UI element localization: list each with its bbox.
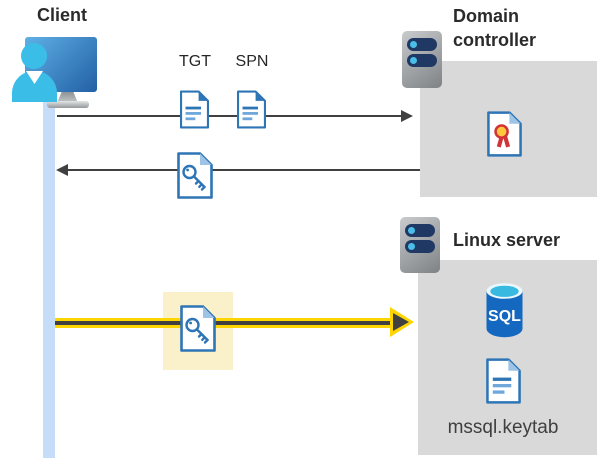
auth-arrow-line bbox=[55, 318, 391, 328]
user-icon bbox=[21, 43, 47, 69]
server-drive-bay bbox=[407, 54, 437, 67]
spn-document-icon bbox=[236, 90, 267, 129]
auth-arrowhead-core bbox=[393, 313, 409, 331]
key-document-icon bbox=[177, 152, 213, 199]
server-drive-bay bbox=[405, 224, 435, 237]
server-led bbox=[410, 41, 417, 48]
tgt-document-icon bbox=[179, 90, 210, 129]
domain-controller-server-icon bbox=[402, 31, 442, 88]
keytab-document-icon bbox=[486, 358, 521, 404]
tgt-label: TGT bbox=[179, 53, 211, 70]
request-arrow-line bbox=[57, 115, 403, 117]
spn-label: SPN bbox=[235, 53, 269, 70]
certificate-document-icon bbox=[487, 111, 522, 157]
sql-database-icon: SQL bbox=[486, 283, 523, 338]
linux-server-label: Linux server bbox=[453, 230, 561, 250]
response-arrow-line bbox=[66, 169, 420, 171]
server-drive-bay bbox=[405, 240, 435, 253]
client-lifeline bbox=[43, 94, 55, 458]
sql-label: SQL bbox=[488, 308, 521, 325]
server-drive-bay bbox=[407, 38, 437, 51]
keytab-label: mssql.keytab bbox=[447, 417, 559, 438]
domain-controller-label: Domain controller bbox=[453, 6, 537, 50]
key-document-highlighted-icon bbox=[180, 305, 216, 352]
linux-server-icon bbox=[400, 217, 440, 273]
monitor-stand bbox=[57, 92, 78, 103]
client-label: Client bbox=[36, 5, 87, 25]
server-led bbox=[408, 227, 415, 234]
server-led bbox=[408, 243, 415, 250]
certificate-ribbon bbox=[494, 124, 511, 148]
server-led bbox=[410, 57, 417, 64]
request-arrowhead-icon bbox=[401, 110, 413, 122]
monitor-base bbox=[47, 101, 89, 108]
response-arrowhead-icon bbox=[56, 164, 68, 176]
